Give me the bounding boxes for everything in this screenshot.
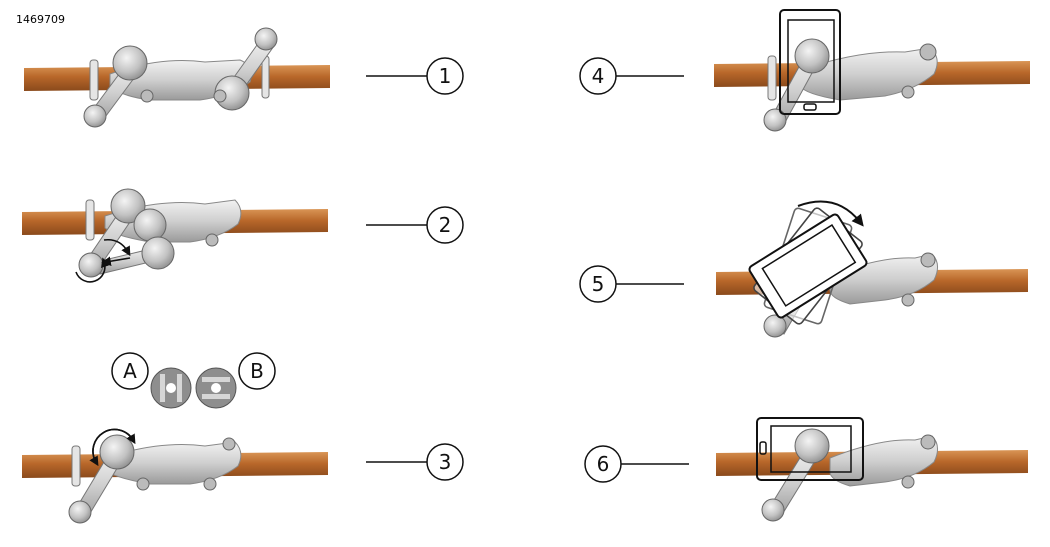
disc-hole [211, 383, 221, 393]
step-1-number: 1 [439, 64, 452, 88]
disc-slot [202, 394, 230, 399]
clamp-strap [85, 199, 95, 241]
step-2-callout [426, 206, 464, 244]
phone-outline [748, 213, 868, 319]
mount-disc [794, 38, 830, 74]
mount-disc [254, 27, 278, 51]
clamp-screw [213, 89, 227, 103]
clamp-strap [71, 445, 81, 487]
clamp-screw [920, 252, 936, 268]
step-3-callout [426, 443, 464, 481]
rotate-arrow [75, 257, 111, 283]
rotate-arrow [101, 256, 131, 266]
mount-disc [133, 208, 167, 242]
rotate-arrow [103, 238, 131, 257]
step-5-illustration: 5 [579, 200, 1028, 338]
mount-disc [141, 236, 175, 270]
clamp-screw [140, 89, 154, 103]
clamp-strap [89, 59, 99, 101]
clamp-strap [767, 55, 777, 101]
disc-slot [160, 374, 165, 402]
phone-button [803, 103, 817, 111]
mount-disc [763, 314, 787, 338]
phone-outline [779, 9, 841, 115]
mount-disc [83, 104, 107, 128]
variant-a-callout [111, 352, 149, 390]
variant-b-callout [238, 352, 276, 390]
clamp-screw [901, 475, 915, 489]
phone-outline [756, 417, 864, 481]
disc-hole [166, 383, 176, 393]
step-3-number: 3 [439, 450, 452, 474]
mount-disc [794, 428, 830, 464]
clamp-screw [222, 437, 236, 451]
step-3-illustration: 3 [22, 428, 464, 524]
disc-slot [202, 377, 230, 382]
clamp-body [104, 441, 242, 485]
step-4-number: 4 [592, 64, 605, 88]
step-4-illustration: 4 [579, 9, 1030, 132]
clamp-screw [205, 233, 219, 247]
variant-a-label: A [123, 359, 137, 383]
clamp-body [829, 253, 938, 305]
mount-disc [99, 434, 135, 470]
mount-disc [68, 500, 92, 524]
mount-disc [78, 252, 104, 278]
clamp-strap [261, 55, 270, 99]
clamp-screw [901, 85, 915, 99]
step-5-number: 5 [592, 272, 605, 296]
mount-disc [761, 498, 785, 522]
step-2-illustration: 2 [22, 188, 464, 283]
clamp-body [829, 435, 938, 487]
rotate-arrow [797, 200, 864, 227]
variant-b-label: B [250, 359, 264, 383]
phone-screen [787, 19, 835, 103]
step-1-callout [426, 57, 464, 95]
clamp-screw [919, 43, 937, 61]
step-6-number: 6 [597, 452, 610, 476]
clamp-screw [920, 434, 936, 450]
variant-discs: A B [111, 352, 276, 409]
disc-slot [177, 374, 182, 402]
document-id: 1469709 [16, 13, 65, 26]
clamp-screw [203, 477, 217, 491]
phone-button [759, 441, 767, 455]
rotate-arrow [89, 428, 134, 467]
phone-screen [770, 425, 852, 473]
step-1-illustration: 1 [24, 27, 464, 128]
mount-disc [110, 188, 146, 224]
clamp-screw [136, 477, 150, 491]
mount-disc [112, 45, 148, 81]
step-6-illustration: 6 [584, 417, 1028, 522]
clamp-screw [901, 293, 915, 307]
step-2-number: 2 [439, 213, 452, 237]
mount-disc [763, 108, 787, 132]
